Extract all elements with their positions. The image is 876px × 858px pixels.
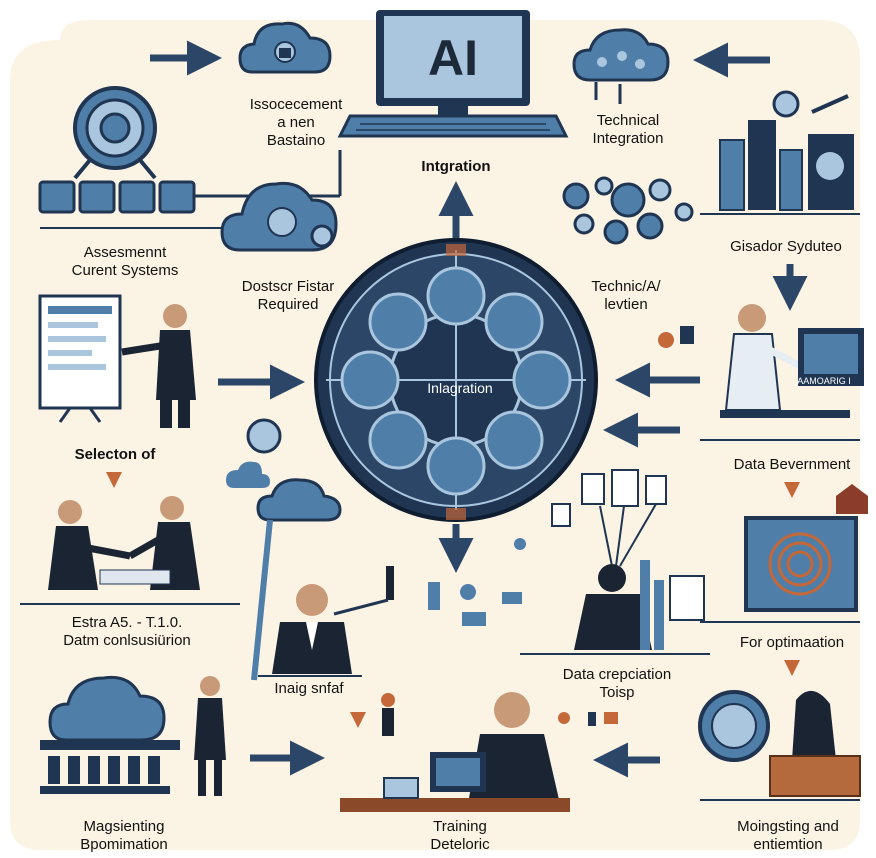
label-line: Training <box>433 818 487 835</box>
cloud-gears-icon <box>220 181 338 252</box>
small-tools-icons <box>333 538 526 626</box>
cloud-chess-icon <box>40 675 180 794</box>
monitoring-scene <box>698 690 861 801</box>
label-data-preciation: Data crepciation Toisp <box>532 666 702 702</box>
label-line: Technic/A/ <box>591 278 661 295</box>
manager-portrait <box>258 584 362 677</box>
label-line: Deteloric <box>430 836 490 853</box>
label-line: a nen <box>277 114 315 131</box>
arrow-marker-3 <box>784 660 800 676</box>
label-line: entiemtion <box>753 836 823 853</box>
label-line: Toisp <box>599 684 635 701</box>
label-inaig: Inaig snfaf <box>274 680 344 697</box>
presenter-person <box>121 304 196 428</box>
ai-computer-icon <box>337 10 569 138</box>
label-issocecement: Issocecement a nen Bastaino <box>226 96 366 150</box>
gear-cloud-small-icon <box>226 418 342 681</box>
label-intgration: Intgration <box>421 158 491 175</box>
label-for-optimation: For optimaation <box>739 634 845 651</box>
small-orange-icons <box>558 326 694 726</box>
label-line: Moingsting and <box>737 818 839 835</box>
label-data-government: Data Bevernment <box>733 456 851 473</box>
trainer-at-desk <box>340 692 570 812</box>
label-technical-integration: Technical Integration <box>568 112 688 148</box>
target-icon <box>73 86 157 180</box>
cloud-lock-icon <box>238 21 332 74</box>
data-devices-icon <box>520 469 710 655</box>
label-line: Magsienting <box>83 818 165 835</box>
label-estra: Estra A5. - T.1.0. Datm conlsusiürion <box>22 614 232 650</box>
cloud-network-icon <box>572 28 670 104</box>
arrow-marker-1 <box>106 472 122 488</box>
label-technical-review: Technic/A/ levtien <box>566 278 686 314</box>
document-board-icon <box>38 294 122 423</box>
fingerprint-screen-icon <box>700 484 868 623</box>
handshake-scene <box>20 496 240 605</box>
label-gisador: Gisador Syduteo <box>730 238 842 255</box>
label-line: Datm conlsusiürion <box>63 632 191 649</box>
arrow-marker-4 <box>350 712 366 728</box>
label-doster: Dostscr Fistar Required <box>218 278 358 314</box>
arrow-marker-2 <box>784 482 800 498</box>
ai-screen-text: AI <box>428 30 478 86</box>
gear-network-icon <box>700 90 860 215</box>
label-line: Curent Systems <box>71 262 179 279</box>
label-line: levtien <box>604 296 648 313</box>
label-line: Required <box>257 296 319 313</box>
label-line: Estra A5. - T.1.0. <box>71 614 183 631</box>
label-training: Training Deteloric <box>400 818 520 854</box>
monitor-badge: AAMOARIG I <box>797 376 851 386</box>
label-assessment: Assesmennt Curent Systems <box>40 244 210 280</box>
label-line: Issocecement <box>249 96 343 113</box>
label-line: Data crepciation <box>562 666 672 683</box>
standing-person-icon <box>194 676 226 796</box>
label-selection: Selecton of <box>74 446 156 463</box>
label-line: Integration <box>592 130 664 147</box>
label-magsienting: Magsienting Bpomimation <box>44 818 204 854</box>
label-line: Bpomimation <box>80 836 168 853</box>
analyst-at-computer <box>700 304 864 441</box>
hub-label: Inlagration <box>427 380 493 396</box>
label-line: Technical <box>596 112 660 129</box>
label-line: Dostscr Fistar <box>241 278 335 295</box>
gears-cluster-icon <box>562 176 694 245</box>
label-line: Assesmennt <box>83 244 167 261</box>
label-moingsting: Moingsting and entiemtion <box>704 818 872 854</box>
integration-hub <box>314 238 598 522</box>
label-line: Bastaino <box>266 132 326 149</box>
